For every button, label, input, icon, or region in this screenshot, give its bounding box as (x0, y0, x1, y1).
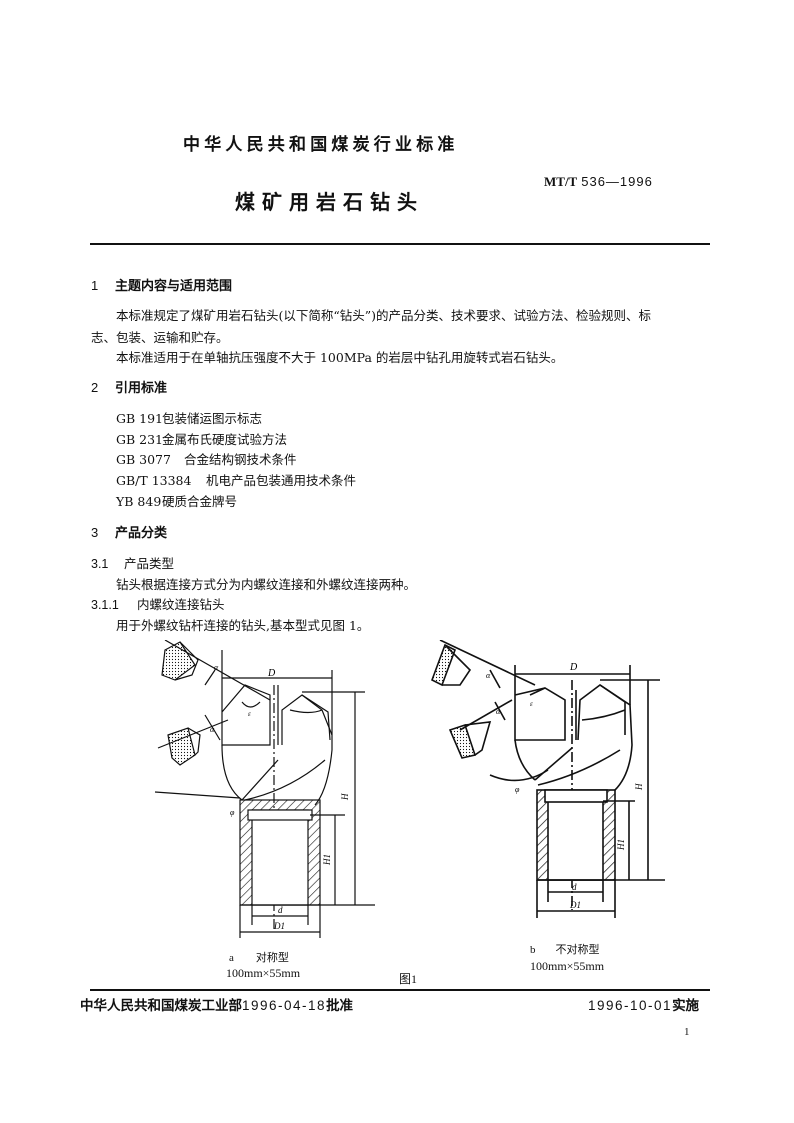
figure-caption: 图1 (399, 972, 418, 986)
standard-prefix: MT/T (544, 174, 578, 189)
reference-code: YB 849 (116, 494, 162, 509)
angle-label-phi: φ (515, 785, 520, 794)
figure-1a-symmetric-bit-drawing: D α α ε φ H H1 d D1 (154, 640, 375, 938)
dim-label-D: D (569, 662, 578, 673)
angle-label-epsilon: ε (530, 700, 533, 708)
panel-a-size: 100mm×55mm (226, 966, 301, 980)
issuing-organization: 中华人民共和国煤炭行业标准 (183, 135, 459, 155)
angle-label-alpha: α (496, 707, 501, 716)
section-number: 2 (91, 380, 99, 395)
angle-label-alpha: α (486, 671, 491, 680)
panel-name: 对称型 (255, 952, 289, 964)
reference-name: 合金结构钢技术条件 (184, 452, 297, 467)
paragraph-line: 志、包装、运输和贮存。 (91, 330, 229, 345)
section-title: 引用标准 (115, 381, 168, 396)
reference-item: GB 231金属布氏硬度试验方法 (116, 429, 287, 448)
subsection-3-1-heading: 3.1 产品类型 (91, 553, 174, 572)
section-number: 3 (91, 525, 99, 540)
reference-name: 金属布氏硬度试验方法 (162, 432, 288, 447)
subsection-title: 内螺纹连接钻头 (137, 597, 225, 612)
reference-name: 机电产品包装通用技术条件 (206, 473, 357, 488)
dim-label-D1: D1 (273, 921, 285, 931)
angle-label-alpha: α (214, 663, 219, 672)
reference-item: GB 3077 合金结构钢技术条件 (116, 449, 297, 468)
reference-code: GB/T 13384 (116, 473, 192, 488)
reference-item: GB 191包装储运图示标志 (116, 408, 262, 427)
reference-item: GB/T 13384 机电产品包装通用技术条件 (116, 470, 356, 489)
section-1-heading: 1 主题内容与适用范围 (91, 275, 232, 294)
panel-b-caption: b 不对称型 (530, 941, 600, 957)
section-2-heading: 2 引用标准 (91, 377, 167, 396)
panel-letter: a (229, 952, 234, 964)
angle-label-phi: φ (230, 808, 235, 817)
angle-label-epsilon: ε (248, 710, 251, 718)
section-3-heading: 3 产品分类 (91, 522, 167, 541)
panel-letter: b (530, 944, 536, 956)
header-divider (90, 243, 710, 245)
approval-org: 中华人民共和国煤炭工业部 (80, 998, 242, 1014)
section-title: 产品分类 (115, 526, 168, 541)
section-number: 1 (91, 278, 99, 293)
footer-divider (90, 989, 710, 991)
angle-label-alpha: α (210, 725, 215, 734)
section-title: 主题内容与适用范围 (115, 279, 233, 294)
approval-suffix: 批准 (326, 998, 354, 1014)
dim-label-d: d (572, 882, 577, 892)
page-number: 1 (684, 1026, 690, 1038)
approval-date: 1996-04-18 (242, 998, 327, 1013)
dim-label-d: d (278, 905, 283, 915)
panel-name: 不对称型 (555, 944, 600, 956)
reference-item: YB 849硬质合金牌号 (116, 491, 237, 510)
reference-name: 硬质合金牌号 (162, 494, 238, 509)
reference-code: GB 191 (116, 411, 164, 426)
standard-number: 536—1996 (581, 174, 653, 189)
dim-label-H: H (634, 783, 644, 791)
dim-label-H1: H1 (322, 854, 332, 866)
panel-b-size: 100mm×55mm (530, 959, 605, 973)
reference-name: 包装储运图示标志 (162, 411, 263, 426)
reference-code: GB 231 (116, 432, 164, 447)
dim-label-H1: H1 (616, 839, 626, 851)
dim-label-D1: D1 (569, 900, 581, 910)
paragraph-line: 本标准适用于在单轴抗压强度不大于 100MPa 的岩层中钻孔用旋转式岩石钻头。 (116, 350, 564, 365)
subsection-title: 产品类型 (124, 556, 175, 571)
reference-code: GB 3077 (116, 452, 171, 467)
effective-line: 1996-10-01实施 (588, 994, 699, 1014)
subsection-number: 3.1.1 (91, 598, 119, 612)
subsection-3-1-1-heading: 3.1.1 内螺纹连接钻头 (91, 594, 225, 613)
paragraph-line: 本标准规定了煤矿用岩石钻头(以下简称“钻头”)的产品分类、技术要求、试验方法、检… (116, 308, 652, 323)
paragraph-line: 用于外螺纹钻杆连接的钻头,基本型式见图 1。 (116, 618, 370, 633)
dim-label-H: H (340, 793, 350, 801)
document-title: 煤矿用岩石钻头 (235, 190, 424, 214)
paragraph-line: 钻头根据连接方式分为内螺纹连接和外螺纹连接两种。 (116, 577, 417, 592)
approval-line: 中华人民共和国煤炭工业部1996-04-18批准 (80, 994, 353, 1014)
dim-label-D: D (267, 668, 276, 679)
subsection-number: 3.1 (91, 557, 109, 571)
figure-1b-asymmetric-bit-drawing: D α α ε φ H H1 d D1 (431, 640, 665, 918)
effective-suffix: 实施 (672, 998, 700, 1014)
effective-date: 1996-10-01 (588, 998, 673, 1013)
panel-a-caption: a 对称型 (229, 949, 289, 965)
